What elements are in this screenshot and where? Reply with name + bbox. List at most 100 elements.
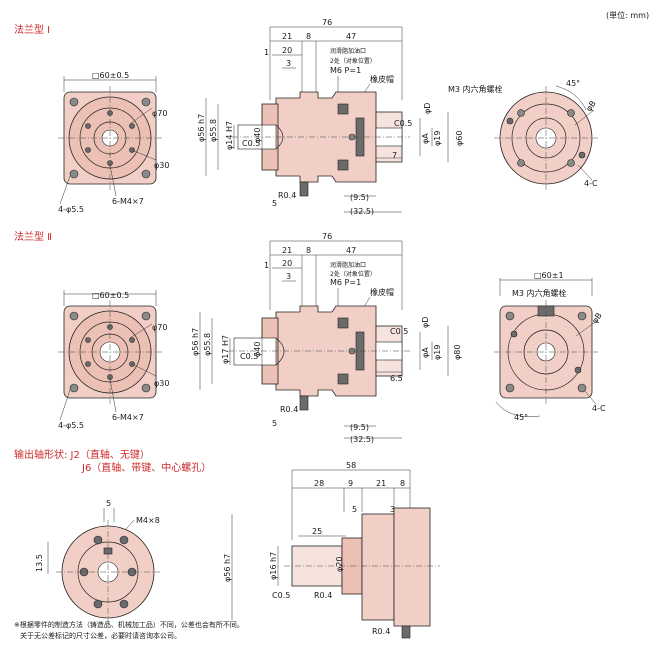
f1-side-c05a: C0.5 — [242, 139, 260, 148]
out-side-d9: 9 — [348, 479, 353, 488]
f1-front-d30: φ30 — [154, 161, 169, 170]
f2-side-d6-5: 6.5 — [390, 374, 403, 383]
out-front-d5: 5 — [106, 499, 111, 508]
f1-side-d21: 21 — [282, 32, 292, 41]
f1-side-d5: 5 — [272, 199, 277, 208]
f2-side-d20: 20 — [282, 259, 292, 268]
f2-front-d30: φ30 — [154, 379, 169, 388]
f2-side-d1: 1 — [264, 261, 269, 270]
f2-side-d9-5: (9.5) — [350, 423, 369, 432]
f2-front-square: □60±0.5 — [92, 291, 129, 300]
f2-side-d55-8: φ55.8 — [203, 333, 212, 356]
f1-rear-bolt: M3 内六角螺栓 — [448, 84, 503, 94]
f1-front-holes4: 4-φ5.5 — [58, 205, 84, 214]
f1-side-d20: 20 — [282, 46, 292, 55]
f1-side-dA: φA — [421, 133, 430, 144]
f1-rear-dB: φB — [584, 99, 598, 113]
f1-side-d7: 7 — [392, 151, 397, 160]
flange2-front-view: □60±0.5 φ70 φ30 4-φ5.5 6-M4×7 — [58, 290, 169, 430]
f1-rear-angle: 45° — [566, 79, 580, 88]
f1-side-d8: 8 — [306, 32, 311, 41]
f2-side-dD: φD — [421, 317, 430, 328]
f1-side-d47: 47 — [346, 32, 356, 41]
flange1-front-view: □60±0.5 φ70 φ30 4-φ5.5 6-M4×7 — [58, 71, 169, 214]
f1-side-d32-5: (32.5) — [350, 207, 374, 216]
f1-side-lube: 润滑脂加油口 — [330, 47, 366, 55]
output-front-view: 5 M4×8 13.5 — [35, 499, 160, 624]
f2-side-d21: 21 — [282, 246, 292, 255]
flange2-side-view: 76 21 8 47 1 20 3 润滑脂加油口 2处（对象位置） M6 P=1… — [191, 232, 462, 444]
out-side-d20: φ20 — [335, 557, 344, 572]
f2-side-lube: 润滑脂加油口 — [330, 261, 366, 269]
out-side-d21: 21 — [376, 479, 386, 488]
out-side-d56h7: φ56 h7 — [223, 554, 232, 582]
f2-side-d32-5: (32.5) — [350, 435, 374, 444]
f2-side-m6: M6 P=1 — [330, 278, 361, 287]
out-side-d28: 28 — [314, 479, 324, 488]
f1-side-d14h7: φ14 H7 — [225, 121, 234, 150]
out-side-d5: 5 — [352, 505, 357, 514]
f2-side-r04: R0.4 — [280, 405, 298, 414]
f2-rear-square: □60±1 — [534, 271, 564, 280]
output-title-1: 输出轴形状: J2（直轴、无键） — [14, 448, 150, 461]
out-side-d16h7: φ16 h7 — [269, 552, 278, 580]
f1-side-c05b: C0.5 — [394, 119, 412, 128]
out-side-r04b: R0.4 — [372, 627, 390, 636]
out-side-d8: 8 — [400, 479, 405, 488]
f2-side-d40: φ40 — [253, 342, 262, 357]
footnote-line2: 关于无公差标记的尺寸公差，必要时请咨询本公司。 — [20, 631, 181, 640]
f2-side-d56h7: φ56 h7 — [191, 328, 200, 356]
f1-front-d70: φ70 — [152, 109, 167, 118]
f2-front-holes6: 6-M4×7 — [112, 413, 144, 422]
f2-side-cap: 橡皮帽 — [370, 287, 394, 297]
f1-side-d56h7: φ56 h7 — [197, 114, 206, 142]
output-section: 输出轴形状: J2（直轴、无键） J6（直轴、带键、中心螺孔） 5 M4×8 1… — [14, 448, 440, 639]
flange1-title: 法兰型 Ⅰ — [14, 23, 50, 36]
footnote-line1: ※根据零件的制造方法（铸造品、机械加工品）不同，公差也会有所不同。 — [14, 620, 244, 629]
f2-side-total: 76 — [322, 232, 332, 241]
out-side-d3: 3 — [390, 505, 395, 514]
f2-rear-angle: 45° — [514, 413, 528, 422]
f1-side-r04: R0.4 — [278, 191, 296, 200]
f2-rear-bolt: M3 内六角螺栓 — [512, 288, 567, 298]
f1-side-d1: 1 — [264, 48, 269, 57]
f2-side-c05a: C0.5 — [240, 352, 258, 361]
f1-side-d40: φ40 — [253, 128, 262, 143]
f2-side-d3: 3 — [286, 272, 291, 281]
f1-front-holes6: 6-M4×7 — [112, 197, 144, 206]
f2-side-c05b: C0.5 — [390, 327, 408, 336]
f2-side-d8: 8 — [306, 246, 311, 255]
f1-rear-holes: 4-C — [584, 179, 598, 188]
f1-side-m6: M6 P=1 — [330, 66, 361, 75]
f2-side-lube-pos: 2处（对象位置） — [330, 270, 376, 278]
f2-side-d17h7: φ17 H7 — [221, 335, 230, 364]
unit-label: (単位: mm) — [606, 10, 649, 20]
out-front-m4x8: M4×8 — [136, 516, 160, 525]
output-title-2: J6（直轴、带键、中心螺孔） — [81, 461, 211, 474]
f1-side-total: 76 — [322, 18, 332, 27]
flange2-title: 法兰型 Ⅱ — [14, 230, 52, 243]
f2-rear-holes: 4-C — [592, 404, 606, 413]
flange1-side-view: 76 21 8 47 1 20 3 润滑脂加油口 2处（对象位置） M6 P=1… — [197, 18, 464, 216]
out-side-d25: 25 — [312, 527, 322, 536]
flange2-section: 法兰型 Ⅱ □60±0.5 φ70 — [14, 230, 606, 444]
f2-side-d19: φ19 — [433, 345, 442, 360]
f1-side-d9-5: (9.5) — [350, 193, 369, 202]
f1-side-d3: 3 — [286, 59, 291, 68]
f2-side-dA: φA — [421, 347, 430, 358]
f2-side-d5: 5 — [272, 419, 277, 428]
f2-front-d70: φ70 — [152, 323, 167, 332]
out-side-r04a: R0.4 — [314, 591, 332, 600]
flange1-rear-view: M3 内六角螺栓 45° φB 4-C — [448, 79, 598, 190]
out-side-d58: 58 — [346, 461, 356, 470]
f1-front-square: □60±0.5 — [92, 71, 129, 80]
flange2-rear-view: □60±1 M3 内六角螺栓 φB 4-C 45° — [494, 271, 606, 422]
f2-front-holes4: 4-φ5.5 — [58, 421, 84, 430]
flange1-section: 法兰型 Ⅰ □60±0.5 φ70 — [14, 18, 598, 216]
out-side-c05: C0.5 — [272, 591, 290, 600]
f1-side-lube-pos: 2处（对象位置） — [330, 57, 376, 65]
f1-side-d19: φ19 — [433, 131, 442, 146]
out-front-d13-5: 13.5 — [35, 554, 44, 572]
f1-side-d55-8: φ55.8 — [209, 119, 218, 142]
